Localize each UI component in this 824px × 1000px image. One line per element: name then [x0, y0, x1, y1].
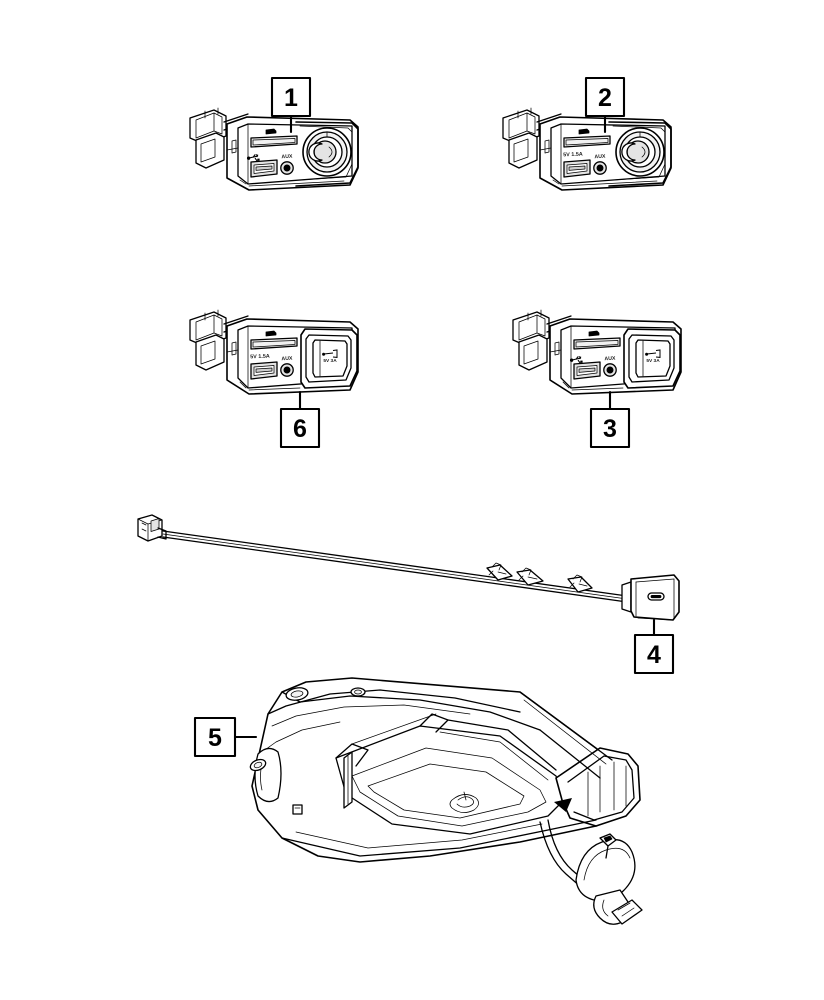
- part-6-rear-bracket: [189, 309, 249, 371]
- part-3-sd-card-slot[interactable]: [573, 337, 621, 350]
- callout-1-number: 1: [284, 84, 298, 112]
- part-3-usb-a-port[interactable]: [573, 361, 601, 380]
- part-6-usb-c-recess[interactable]: [300, 328, 358, 389]
- part-4-cable: [162, 530, 628, 603]
- usb-c-icon: [322, 349, 338, 358]
- part-1-aux-jack[interactable]: [280, 161, 294, 175]
- callout-1[interactable]: 1: [270, 76, 312, 134]
- part-3-aux-label: AUX: [604, 356, 616, 362]
- usb-icon: [569, 356, 583, 364]
- part-5-mount-boss: [285, 687, 309, 701]
- sd-card-icon: [588, 330, 600, 337]
- cable-clip-icon: [567, 574, 593, 593]
- part-3-aux-jack[interactable]: [603, 363, 617, 377]
- sd-card-icon: [265, 128, 277, 135]
- callout-2[interactable]: 2: [584, 76, 626, 134]
- callout-5[interactable]: 5: [193, 716, 258, 758]
- part-2-usb-rating-label: 5V 1.5A: [563, 152, 583, 159]
- part-3-media-hub-usb-aux-usbc[interactable]: AUX 5V 3A: [512, 309, 682, 395]
- part-2-aux-jack[interactable]: [593, 161, 607, 175]
- part-3-usbc-rating-label: 5V 3A: [646, 358, 660, 364]
- callout-4[interactable]: 4: [633, 618, 675, 675]
- part-5-alignment-tab: [554, 798, 572, 812]
- callout-2-number: 2: [598, 84, 612, 112]
- part-2-media-hub-usb-5v-15a-aux-power-outlet[interactable]: 5V 1.5A AUX: [502, 107, 672, 191]
- part-5-mount-boss: [249, 758, 267, 772]
- part-4-usb-receptacle-housing[interactable]: [621, 574, 680, 621]
- part-6-usb-a-port[interactable]: [250, 361, 278, 380]
- part-2-bezel: [608, 121, 672, 187]
- callout-4-number: 4: [647, 641, 661, 669]
- part-3-rear-bracket: [512, 309, 572, 371]
- part-2-usb-a-port[interactable]: [563, 159, 591, 178]
- part-1-aux-label: AUX: [281, 154, 293, 160]
- part-1-bezel: [295, 121, 359, 187]
- callout-3[interactable]: 3: [589, 390, 631, 449]
- part-2-power-outlet[interactable]: [615, 127, 665, 177]
- sd-card-icon: [265, 330, 277, 337]
- part-2-rear-bracket: [502, 107, 562, 169]
- part-6-aux-jack[interactable]: [280, 363, 294, 377]
- part-1-power-outlet[interactable]: [302, 127, 352, 177]
- cable-clip-icon: [486, 562, 513, 581]
- harness-connector-icon: [575, 833, 643, 925]
- part-3-usb-c-recess[interactable]: [623, 328, 681, 389]
- part-5-emboss-detail: [449, 791, 479, 813]
- callout-6[interactable]: 6: [279, 390, 321, 449]
- part-1-sd-card-slot[interactable]: [250, 135, 298, 148]
- part-6-usb-rating-label: 5V 1.5A: [250, 354, 270, 361]
- part-5-edge-clip: [292, 804, 303, 815]
- part-1-usb-a-port[interactable]: [250, 159, 278, 178]
- callout-6-number: 6: [293, 415, 307, 443]
- sd-card-icon: [578, 128, 590, 135]
- usb-c-icon: [645, 349, 661, 358]
- part-4-usb-extension-cable-harness[interactable]: [137, 514, 680, 621]
- part-4-left-connector: [137, 514, 167, 542]
- part-2-aux-label: AUX: [594, 154, 606, 160]
- usb-c-icon: [647, 592, 665, 601]
- part-5-center-console-base-bin[interactable]: [249, 677, 643, 925]
- part-1-rear-bracket: [189, 107, 249, 169]
- cable-clip-icon: [516, 567, 544, 586]
- part-6-sd-card-slot[interactable]: [250, 337, 298, 350]
- part-6-usbc-rating-label: 5V 3A: [323, 358, 337, 364]
- part-1-media-hub-usb-aux-power-outlet[interactable]: AUX: [189, 107, 359, 191]
- part-6-media-hub-usb-5v-15a-aux-usbc[interactable]: 5V 1.5A AUX 5V 3A: [189, 309, 359, 395]
- part-6-aux-label: AUX: [281, 356, 293, 362]
- usb-icon: [246, 154, 260, 162]
- part-2-sd-card-slot[interactable]: [563, 135, 611, 148]
- part-5-mount-boss: [350, 687, 366, 697]
- callout-3-number: 3: [603, 415, 617, 443]
- callout-5-number: 5: [208, 724, 222, 752]
